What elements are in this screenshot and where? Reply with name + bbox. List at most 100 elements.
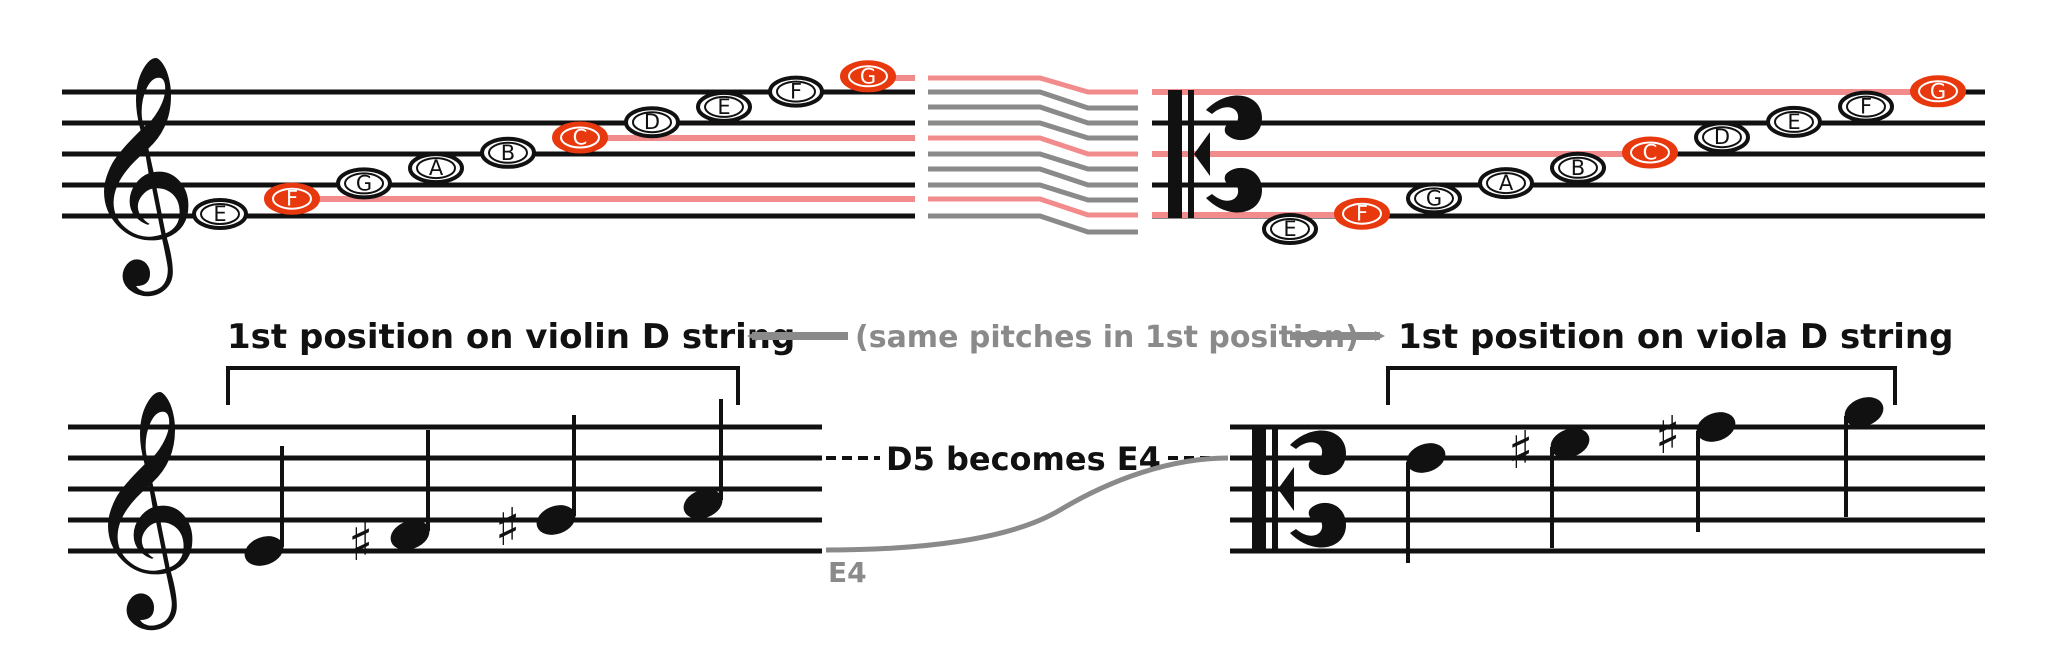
note-name-label: G — [860, 64, 876, 88]
note-a — [1844, 397, 1884, 517]
highlighted-note-oval: C — [1622, 136, 1678, 169]
sharp-icon: ♯ — [348, 513, 373, 573]
note-oval-inner — [1630, 141, 1670, 164]
note-oval-inner — [1702, 126, 1742, 149]
note-f-sharp: ♯ — [348, 430, 430, 573]
note-name-label: E — [1283, 217, 1296, 241]
line-transition-bundle — [928, 75, 1138, 235]
note-oval-inner — [1342, 202, 1382, 225]
note-name-label: G — [356, 171, 372, 195]
highlighted-note-oval: C — [552, 121, 608, 154]
note-oval: G — [1406, 182, 1462, 215]
bottom-treble-staff — [68, 424, 822, 554]
transition-line — [928, 120, 1138, 141]
sharp-icon: ♯ — [495, 498, 520, 558]
note-name-label: A — [429, 156, 444, 180]
note-name-label: C — [1643, 141, 1658, 165]
same-pitches-label: (same pitches in 1st position) — [855, 320, 1359, 355]
top-left-note-sequence: E F G A B C D E F G — [192, 60, 896, 230]
note-name-label: E — [717, 95, 730, 119]
note-oval: B — [1550, 151, 1606, 184]
highlighted-note-oval: F — [264, 182, 320, 215]
note-oval-inner — [848, 65, 888, 88]
note-oval-inner — [488, 141, 528, 164]
note-name-label: F — [1860, 95, 1872, 119]
note-name-label: E — [1787, 110, 1800, 134]
note-name-label: F — [790, 80, 802, 104]
note-oval: F — [768, 75, 824, 108]
note-name-label: G — [1426, 186, 1442, 210]
note-oval: D — [624, 106, 680, 139]
note-oval-inner — [704, 95, 744, 118]
highlighted-note-oval: G — [1910, 75, 1966, 108]
top-alto-highlight-lines — [1152, 89, 1935, 218]
transition-line-f — [928, 196, 1138, 218]
note-oval-inner — [776, 80, 816, 103]
alto-clef-icon — [1168, 90, 1262, 218]
note-oval-inner — [1774, 110, 1814, 133]
note-oval: E — [1766, 105, 1822, 138]
transition-line-g — [928, 75, 1138, 95]
note-oval: B — [480, 136, 536, 169]
viola-notes: ♯ ♯ — [1406, 397, 1884, 563]
note-oval: E — [696, 90, 752, 123]
e4-label: E4 — [828, 556, 867, 589]
note-oval-inner — [1486, 172, 1526, 195]
note-a — [683, 399, 723, 519]
note-oval-inner — [1270, 218, 1310, 240]
note-oval-inner — [344, 172, 384, 195]
violin-heading: 1st position on violin D string — [227, 317, 795, 357]
note-name-label: B — [1571, 156, 1585, 180]
note-name-label: A — [1499, 171, 1514, 195]
d5-becomes-e4-label: D5 becomes E4 — [886, 440, 1161, 478]
note-f-sharp: ♯ — [1508, 421, 1590, 548]
note-oval-inner — [1918, 80, 1958, 103]
transition-line — [928, 151, 1138, 172]
note-name-label: F — [286, 187, 298, 211]
note-oval-inner — [272, 187, 312, 210]
viola-bracket — [1386, 366, 1897, 405]
transition-line — [928, 166, 1138, 188]
sharp-icon: ♯ — [1655, 406, 1680, 466]
note-e — [244, 446, 284, 566]
bottom-alto-staff — [1230, 424, 1985, 554]
note-name-label: C — [573, 126, 588, 150]
e4-connector-curve — [825, 455, 1229, 553]
violin-bracket — [226, 366, 740, 405]
transition-line — [928, 213, 1138, 235]
sharp-icon: ♯ — [1508, 421, 1533, 481]
transition-line — [928, 89, 1138, 111]
note-e — [1406, 443, 1446, 563]
note-oval: E — [1262, 213, 1318, 245]
note-oval: E — [192, 198, 248, 230]
note-oval: A — [1478, 167, 1534, 200]
note-oval-inner — [560, 126, 600, 149]
transition-line — [928, 104, 1138, 126]
note-name-label: G — [1930, 79, 1946, 103]
note-oval: G — [336, 167, 392, 200]
note-name-label: D — [644, 110, 660, 134]
treble-clef-icon: 𝄞 — [80, 53, 198, 296]
transition-line-c — [928, 135, 1138, 157]
note-name-label: E — [213, 202, 226, 226]
transition-line — [928, 182, 1138, 203]
note-oval: A — [408, 152, 464, 185]
note-name-label: F — [1356, 202, 1368, 226]
violin-notes: ♯ ♯ — [244, 399, 723, 573]
note-oval: F — [1838, 90, 1894, 123]
note-oval: D — [1694, 121, 1750, 154]
note-g-sharp: ♯ — [495, 415, 576, 558]
top-right-note-sequence: E F G A B C D E F G — [1262, 75, 1966, 245]
note-oval-inner — [1558, 156, 1598, 179]
note-name-label: D — [1714, 125, 1730, 149]
note-oval-inner — [1846, 95, 1886, 118]
treble-clef-icon: 𝄞 — [84, 387, 202, 630]
note-oval-inner — [200, 203, 240, 225]
note-g-sharp: ♯ — [1655, 406, 1736, 532]
highlighted-note-oval: F — [1334, 197, 1390, 230]
alto-clef-icon — [1252, 425, 1346, 553]
note-oval-inner — [1414, 187, 1454, 210]
highlighted-note-oval: G — [840, 60, 896, 93]
note-name-label: B — [501, 141, 515, 165]
